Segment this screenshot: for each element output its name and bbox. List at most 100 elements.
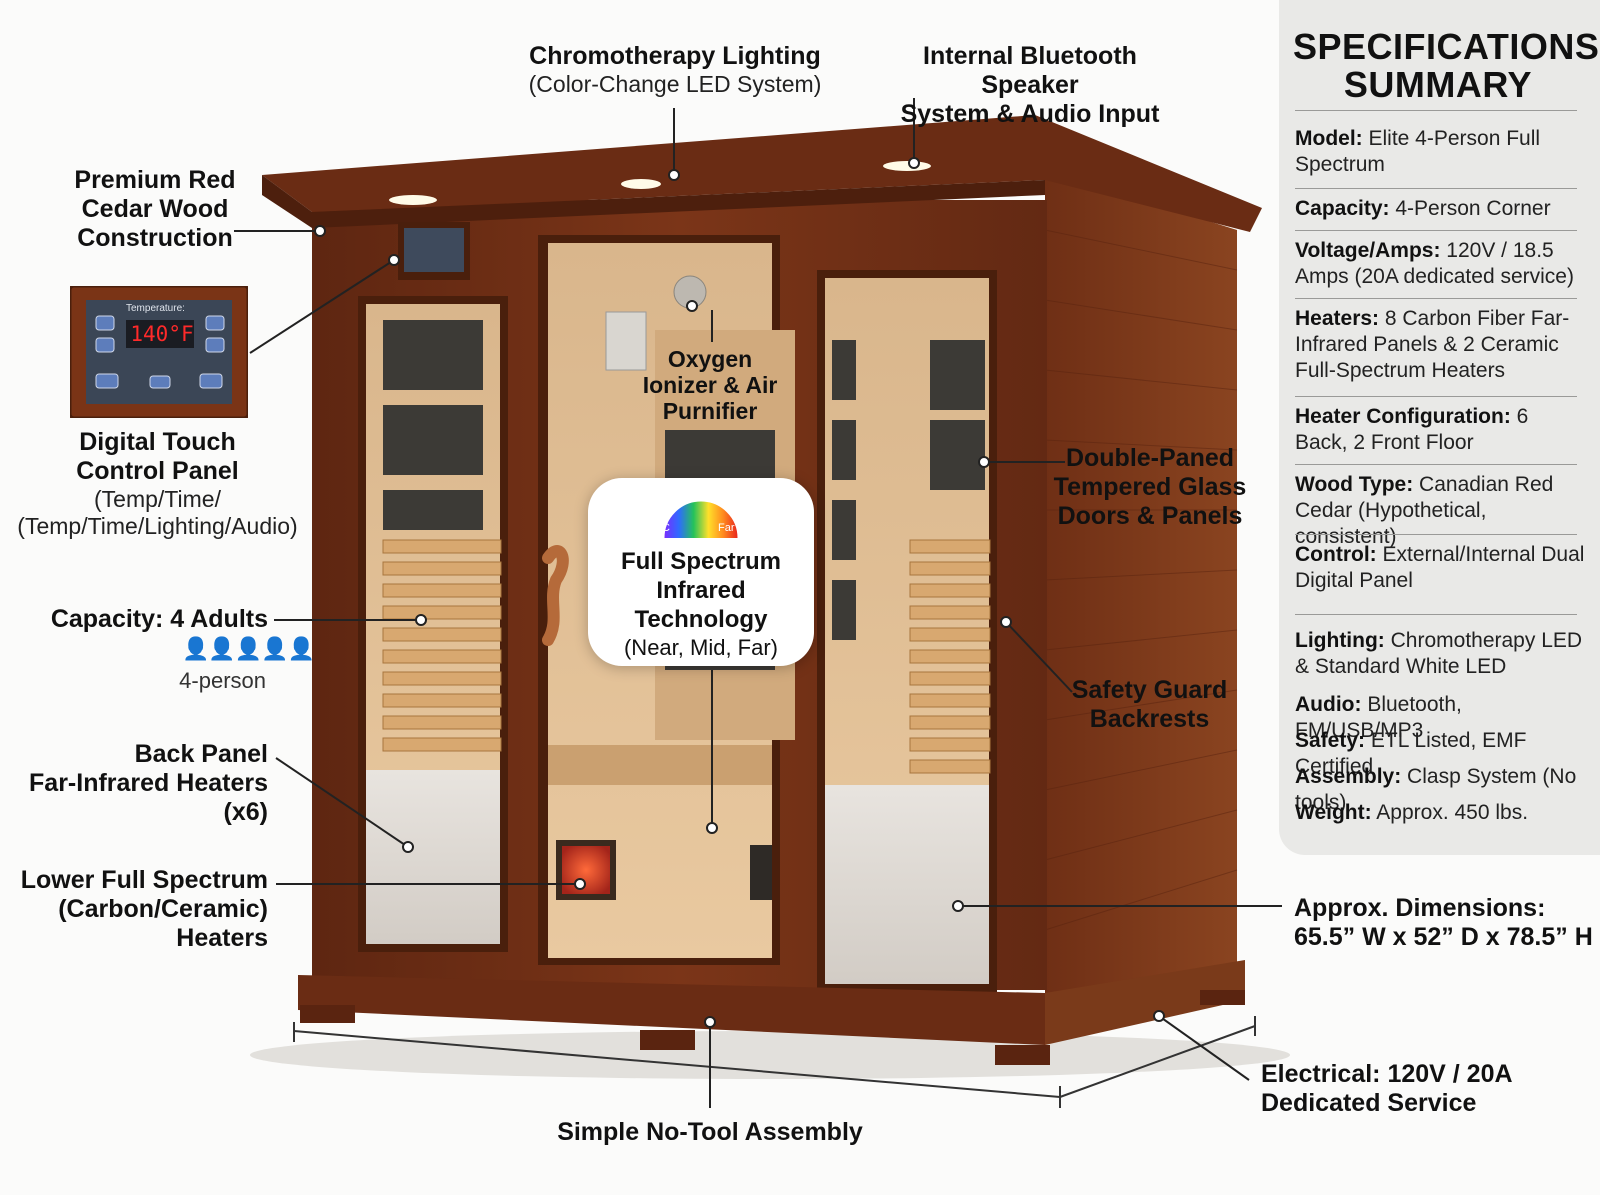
temperature-display [126,320,194,348]
spec-key: Assembly: [1295,765,1402,788]
specifications-panel: SPECIFICATIONS SUMMARY Model: Elite 4-Pe… [1279,0,1600,855]
mounted-control-screen [404,228,464,272]
downlight [883,161,931,171]
spec-key: Safety: [1295,729,1366,752]
label-dimensions: Approx. Dimensions: 65.5” W x 52” D x 78… [1294,894,1594,952]
control-button[interactable] [95,315,115,331]
spec-weight: Weight: Approx. 450 lbs. [1295,800,1585,826]
glass-line2: Tempered Glass [1053,473,1247,501]
spec-value: 8 Carbon Fiber Far-Infrared Panels & 2 C… [1295,307,1570,382]
label-capacity: Capacity: 4 Adults [20,605,268,634]
label-oxygen-ionizer: Oxygen Ionizer & Air Purnifier [640,346,780,424]
spectrum-icon [663,500,739,539]
control-button[interactable] [95,337,115,353]
lower-line1: Lower Full Spectrum [20,866,268,894]
left-backrest [382,539,502,752]
foot [300,1005,355,1023]
spec-value: Approx. 450 lbs. [1371,801,1529,824]
oxygen-line3: Purnifier [662,398,758,424]
spec-key: Voltage/Amps: [1295,239,1441,262]
cedar-line1: Premium Red [74,166,236,194]
sauna-base-front [298,975,1045,1045]
spec-key: Weight: [1295,801,1372,824]
foot [640,1030,695,1050]
sauna-side-wall [1045,170,1237,1040]
control-button[interactable] [95,373,119,389]
glass-line3: Doors & Panels [1057,502,1243,530]
electrical-line1: Electrical: 120V / 20A [1261,1060,1513,1088]
spectrum-left-mark: C [662,522,670,534]
temp-down-button[interactable] [205,337,225,353]
label-glass: Double-Paned Tempered Glass Doors & Pane… [1050,444,1250,531]
specs-title-line2: SUMMARY [1343,64,1533,105]
spec-value: 4-Person Corner [1389,197,1551,220]
specs-title-line1: SPECIFICATIONS [1293,26,1600,67]
dimensions-line1: Approx. Dimensions: [1294,894,1546,922]
specs-divider [1295,298,1577,299]
foot [1200,990,1245,1005]
right-frosted-glass [825,785,989,984]
people-icon: 👤👤👤👤👤 [182,636,315,661]
capacity-text: Capacity: 4 Adults [50,605,268,633]
temp-up-button[interactable] [205,315,225,331]
spec-safety: Safety: ETL Listed, EMF Certified [1295,728,1585,780]
roof-trim [262,175,1045,228]
back-panel-line1: Back Panel [134,740,268,768]
glass-line1: Double-Paned [1065,444,1235,472]
spec-value: External/Internal Dual Digital Panel [1295,543,1585,592]
spec-value: 120V / 18.5 Amps (20A dedicated service) [1295,239,1574,288]
callout-title-line1: Full Spectrum [620,548,782,575]
cedar-line2: Cedar Wood [81,195,229,223]
full-spectrum-callout: C Far Full Spectrum Infrared Technology … [588,478,814,666]
specs-divider [1295,534,1577,535]
spectrum-right-mark: Far [718,522,735,534]
control-panel-closeup: Temperature: 140°F [68,284,250,420]
temperature-readout: 140°F [130,322,194,346]
control-sub2: (Temp/Time/Lighting/Audio) [17,513,298,539]
control-button[interactable] [199,373,223,389]
control-button[interactable] [149,375,171,389]
cedar-line3: Construction [77,224,233,252]
spec-key: Audio: [1295,693,1362,716]
callout-title-line2: Infrared Technology [634,577,768,633]
backrest-line1: Safety Guard [1071,676,1228,704]
label-backrests: Safety Guard Backrests [1062,676,1237,734]
spec-heaters: Heaters: 8 Carbon Fiber Far-Infrared Pan… [1295,306,1585,384]
control-line2: Control Panel [76,457,239,485]
oxygen-line1: Oxygen [667,346,753,372]
label-back-panel: Back Panel Far-Infrared Heaters (x6) [20,740,268,827]
lower-heater [562,846,610,894]
capacity-sub: 4-person [179,668,266,693]
label-control-panel: Digital Touch Control Panel (Temp/Time/ … [10,428,305,540]
spec-value: Elite 4-Person Full Spectrum [1295,127,1541,176]
spec-value: Clasp System (No tools) [1295,765,1577,814]
downlight [389,195,437,205]
specs-divider [1295,230,1577,231]
spec-value: Canadian Red Cedar (Hypothetical, consis… [1295,473,1554,548]
label-cedar: Premium Red Cedar Wood Construction [70,166,240,253]
side-wall-planks [1044,229,1238,931]
label-bluetooth: Internal Bluetooth Speaker System & Audi… [880,42,1180,129]
right-heater-panels [832,340,985,640]
air-purifier-vent [605,311,647,371]
spec-key: Heaters: [1295,307,1380,330]
spec-key: Heater Configuration: [1295,405,1511,428]
left-heater-panels [383,320,483,530]
leader-dots [314,157,1165,1028]
backrest-line2: Backrests [1089,705,1210,733]
spec-control: Control: External/Internal Dual Digital … [1295,542,1585,594]
dimensions-line2: 65.5” W x 52” D x 78.5” H [1294,923,1593,951]
bluetooth-line1: Internal Bluetooth Speaker [923,42,1137,99]
chromotherapy-title: Chromotherapy Lighting [529,42,821,70]
control-sub1: (Temp/Time/ [94,486,221,512]
dimension-lines [293,1016,1256,1108]
spec-voltage: Voltage/Amps: 120V / 18.5 Amps (20A dedi… [1295,238,1585,290]
bluetooth-line2: System & Audio Input [900,100,1160,128]
label-lower-heaters: Lower Full Spectrum (Carbon/Ceramic) Hea… [20,866,268,953]
lower-line2: (Carbon/Ceramic) [58,895,268,923]
spec-lighting: Lighting: Chromotherapy LED & Standard W… [1295,628,1585,680]
spec-key: Lighting: [1295,629,1385,652]
chromotherapy-sub: (Color-Change LED System) [528,71,822,97]
spec-key: Control: [1295,543,1377,566]
